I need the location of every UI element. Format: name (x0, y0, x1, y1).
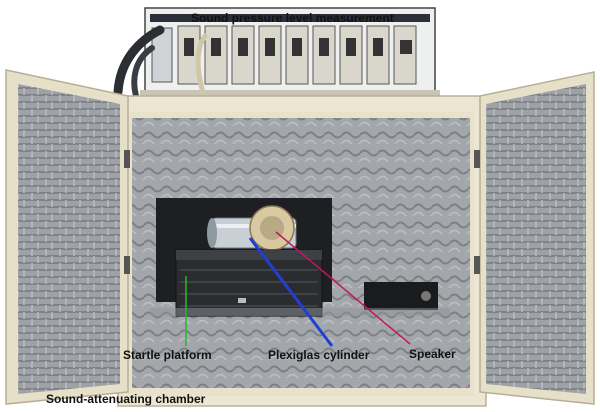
measurement-unit (140, 7, 440, 100)
floor-shadow (150, 308, 450, 316)
amplifier-box (364, 282, 438, 310)
cables (113, 25, 208, 99)
speaker (249, 205, 295, 251)
left-door (5, 69, 130, 405)
right-door (474, 71, 595, 405)
speaker-arrow (275, 231, 411, 345)
plexiglas-cylinder-arrow (248, 237, 334, 347)
plexiglas-cylinder-label: Plexiglas cylinder (268, 348, 370, 362)
startle-platform (175, 249, 323, 317)
chamber-label: Sound-attenuating chamber (46, 392, 206, 406)
speaker-label: Speaker (409, 347, 456, 361)
sound-pressure-label: Sound pressure level measurement (191, 11, 394, 25)
startle-platform-label: Startle platform (123, 348, 212, 362)
